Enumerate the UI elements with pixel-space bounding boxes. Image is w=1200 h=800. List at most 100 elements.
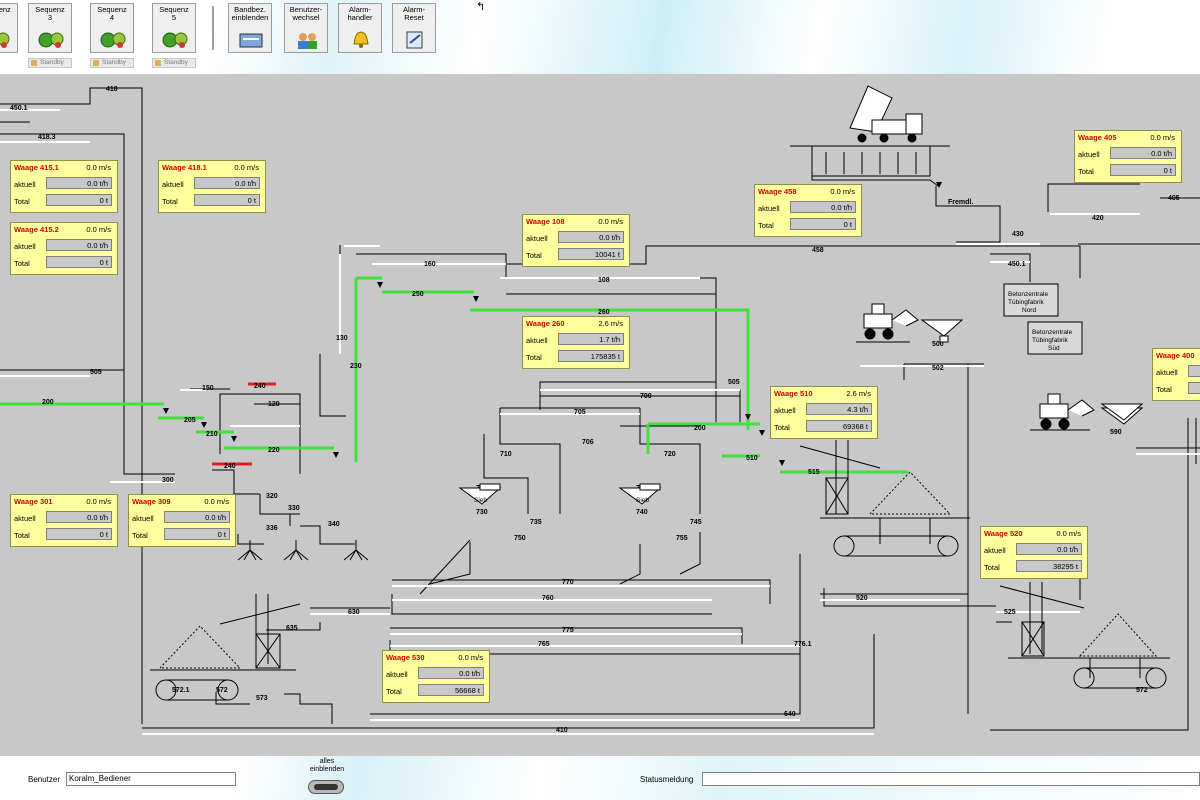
alles-einblenden-toggle[interactable]	[308, 780, 344, 794]
standby-indicator-5: Standby	[152, 58, 196, 68]
scale-speed: 0.0 m/s	[234, 163, 259, 172]
svg-text:Betonzentrale: Betonzentrale	[1008, 291, 1048, 298]
toggle-knob-icon	[314, 784, 338, 790]
total-label: Total	[984, 563, 1000, 572]
scale-name: Waage 458	[758, 187, 797, 196]
sequence-5-button[interactable]: Sequenz 5	[152, 3, 196, 53]
alarmreset-button[interactable]: Alarm- Reset	[392, 3, 436, 53]
total-value: 38295 t	[1016, 560, 1082, 572]
aktuell-value: 0.0 t/h	[790, 201, 856, 213]
aktuell-label: aktuell	[14, 514, 36, 523]
scale-name: Waage 301	[14, 497, 53, 506]
total-value: 0 t	[790, 218, 856, 230]
scale-name: Waage 415.1	[14, 163, 59, 172]
scale-speed: 0.0 m/s	[1150, 133, 1175, 142]
hopper-icon	[1100, 403, 1144, 421]
conv-label: 776.1	[794, 641, 812, 648]
conv-label: 590	[1110, 429, 1122, 436]
scale-panel-415-2[interactable]: Waage 415.2 0.0 m/s aktuell Total 0.0 t/…	[10, 222, 118, 275]
aktuell-label: aktuell	[132, 514, 154, 523]
aktuell-label: aktuell	[526, 234, 548, 243]
conv-label: 420	[1092, 215, 1104, 222]
scale-panel-458[interactable]: Waage 458 0.0 m/s aktuell Total 0.0 t/h …	[754, 184, 862, 237]
scale-panel-415-1[interactable]: Waage 415.1 0.0 m/s aktuell Total 0.0 t/…	[10, 160, 118, 213]
total-value: 0 t	[46, 256, 112, 268]
betonzentrale-sued-box: Betonzentrale Tübingfabrik Süd	[1027, 321, 1083, 355]
conv-label: 458	[812, 247, 824, 254]
scale-panel-530[interactable]: Waage 530 0.0 m/s aktuell Total 0.0 t/h …	[382, 650, 490, 703]
total-label: Total	[526, 251, 542, 260]
aktuell-value: 0.0 t/h	[46, 511, 112, 523]
scale-name: Waage 400	[1156, 351, 1195, 360]
conv-label: 630	[348, 609, 360, 616]
scale-speed: 2.6 m/s	[598, 319, 623, 328]
total-value: 175835 t	[558, 350, 624, 362]
bandbez-einblenden-button[interactable]: Bandbez. einblenden	[228, 3, 272, 53]
scale-panel-400[interactable]: Waage 400 aktuell Total	[1152, 348, 1200, 401]
benutzer-label: Benutzer	[28, 775, 61, 784]
scale-panel-108[interactable]: Waage 108 0.0 m/s aktuell Total 0.0 t/h …	[522, 214, 630, 267]
total-value: 0 t	[46, 194, 112, 206]
sieb-label: Sieb	[474, 497, 487, 504]
sequence-4-label: Sequenz 4	[97, 5, 127, 22]
gears-icon	[0, 32, 10, 48]
scale-panel-510[interactable]: Waage 510 2.6 m/s aktuell Total 4.3 t/h …	[770, 386, 878, 439]
statusmeldung-field	[702, 772, 1200, 786]
alarmhandler-button[interactable]: Alarm- handler	[338, 3, 382, 53]
scale-name: Waage 510	[774, 389, 813, 398]
scale-panel-301[interactable]: Waage 301 0.0 m/s aktuell Total 0.0 t/h …	[10, 494, 118, 547]
total-label: Total	[14, 259, 30, 268]
display-icon	[239, 33, 263, 48]
scale-speed: 0.0 m/s	[1056, 529, 1081, 538]
reset-icon	[406, 31, 423, 49]
conv-label: 720	[664, 451, 676, 458]
alarmhandler-label: Alarm- handler	[347, 5, 373, 22]
conv-label: 450.1	[1008, 261, 1026, 268]
sequence-2-button[interactable]: Sequenz 2	[0, 3, 18, 53]
conv-label: 250	[412, 291, 424, 298]
total-label: Total	[14, 531, 30, 540]
scale-panel-418-1[interactable]: Waage 418.1 0.0 m/s aktuell Total 0.0 t/…	[158, 160, 266, 213]
sequence-4-button[interactable]: Sequenz 4	[90, 3, 134, 53]
total-value: 0 t	[1110, 164, 1176, 176]
svg-text:Süd: Süd	[1048, 345, 1060, 352]
scale-panel-520[interactable]: Waage 520 0.0 m/s aktuell Total 0.0 t/h …	[980, 526, 1088, 579]
wheel-loader-icon	[856, 303, 964, 343]
benutzerwechsel-label: Benutzer- wechsel	[289, 5, 323, 22]
aktuell-value: 0.0 t/h	[418, 667, 484, 679]
conv-label: 706	[582, 439, 594, 446]
sequence-5-label: Sequenz 5	[159, 5, 189, 22]
scale-speed: 0.0 m/s	[598, 217, 623, 226]
statusmeldung-label: Statusmeldung	[640, 775, 694, 784]
betonzentrale-nord-box: Betonzentrale Tübingfabrik Nord	[1003, 283, 1059, 317]
conv-label: 260	[598, 309, 610, 316]
svg-text:Nord: Nord	[1022, 307, 1036, 314]
conv-label: 700	[640, 393, 652, 400]
total-label: Total	[1156, 385, 1172, 394]
scale-panel-405[interactable]: Waage 405 0.0 m/s aktuell Total 0.0 t/h …	[1074, 130, 1182, 183]
conv-label: 336	[266, 525, 278, 532]
conv-label: 705	[574, 409, 586, 416]
scale-name: Waage 309	[132, 497, 171, 506]
sieb-label: Sieb	[636, 497, 649, 504]
scale-panel-309[interactable]: Waage 309 0.0 m/s aktuell Total 0.0 t/h …	[128, 494, 236, 547]
scale-speed: 0.0 m/s	[86, 225, 111, 234]
dump-truck-icon	[790, 85, 950, 187]
benutzer-field[interactable]: Koralm_Bediener	[66, 772, 236, 786]
benutzerwechsel-button[interactable]: Benutzer- wechsel	[284, 3, 328, 53]
conv-label: 220	[268, 447, 280, 454]
sequence-3-button[interactable]: Sequenz 3	[28, 3, 72, 53]
conv-label: 240	[224, 463, 236, 470]
conv-label: 770	[562, 579, 574, 586]
toolbar-separator	[212, 6, 214, 50]
aktuell-value	[1188, 365, 1200, 377]
conv-label: 745	[690, 519, 702, 526]
alarmreset-label: Alarm- Reset	[402, 5, 426, 22]
scale-panel-260[interactable]: Waage 260 2.6 m/s aktuell Total 1.7 t/h …	[522, 316, 630, 369]
alles-einblenden-label: alles einblenden	[309, 758, 345, 773]
aktuell-value: 1.7 t/h	[558, 333, 624, 345]
conv-label: 130	[336, 335, 348, 342]
conv-label: 505	[728, 379, 740, 386]
conv-label: 405	[1168, 195, 1180, 202]
scale-speed: 0.0 m/s	[86, 163, 111, 172]
